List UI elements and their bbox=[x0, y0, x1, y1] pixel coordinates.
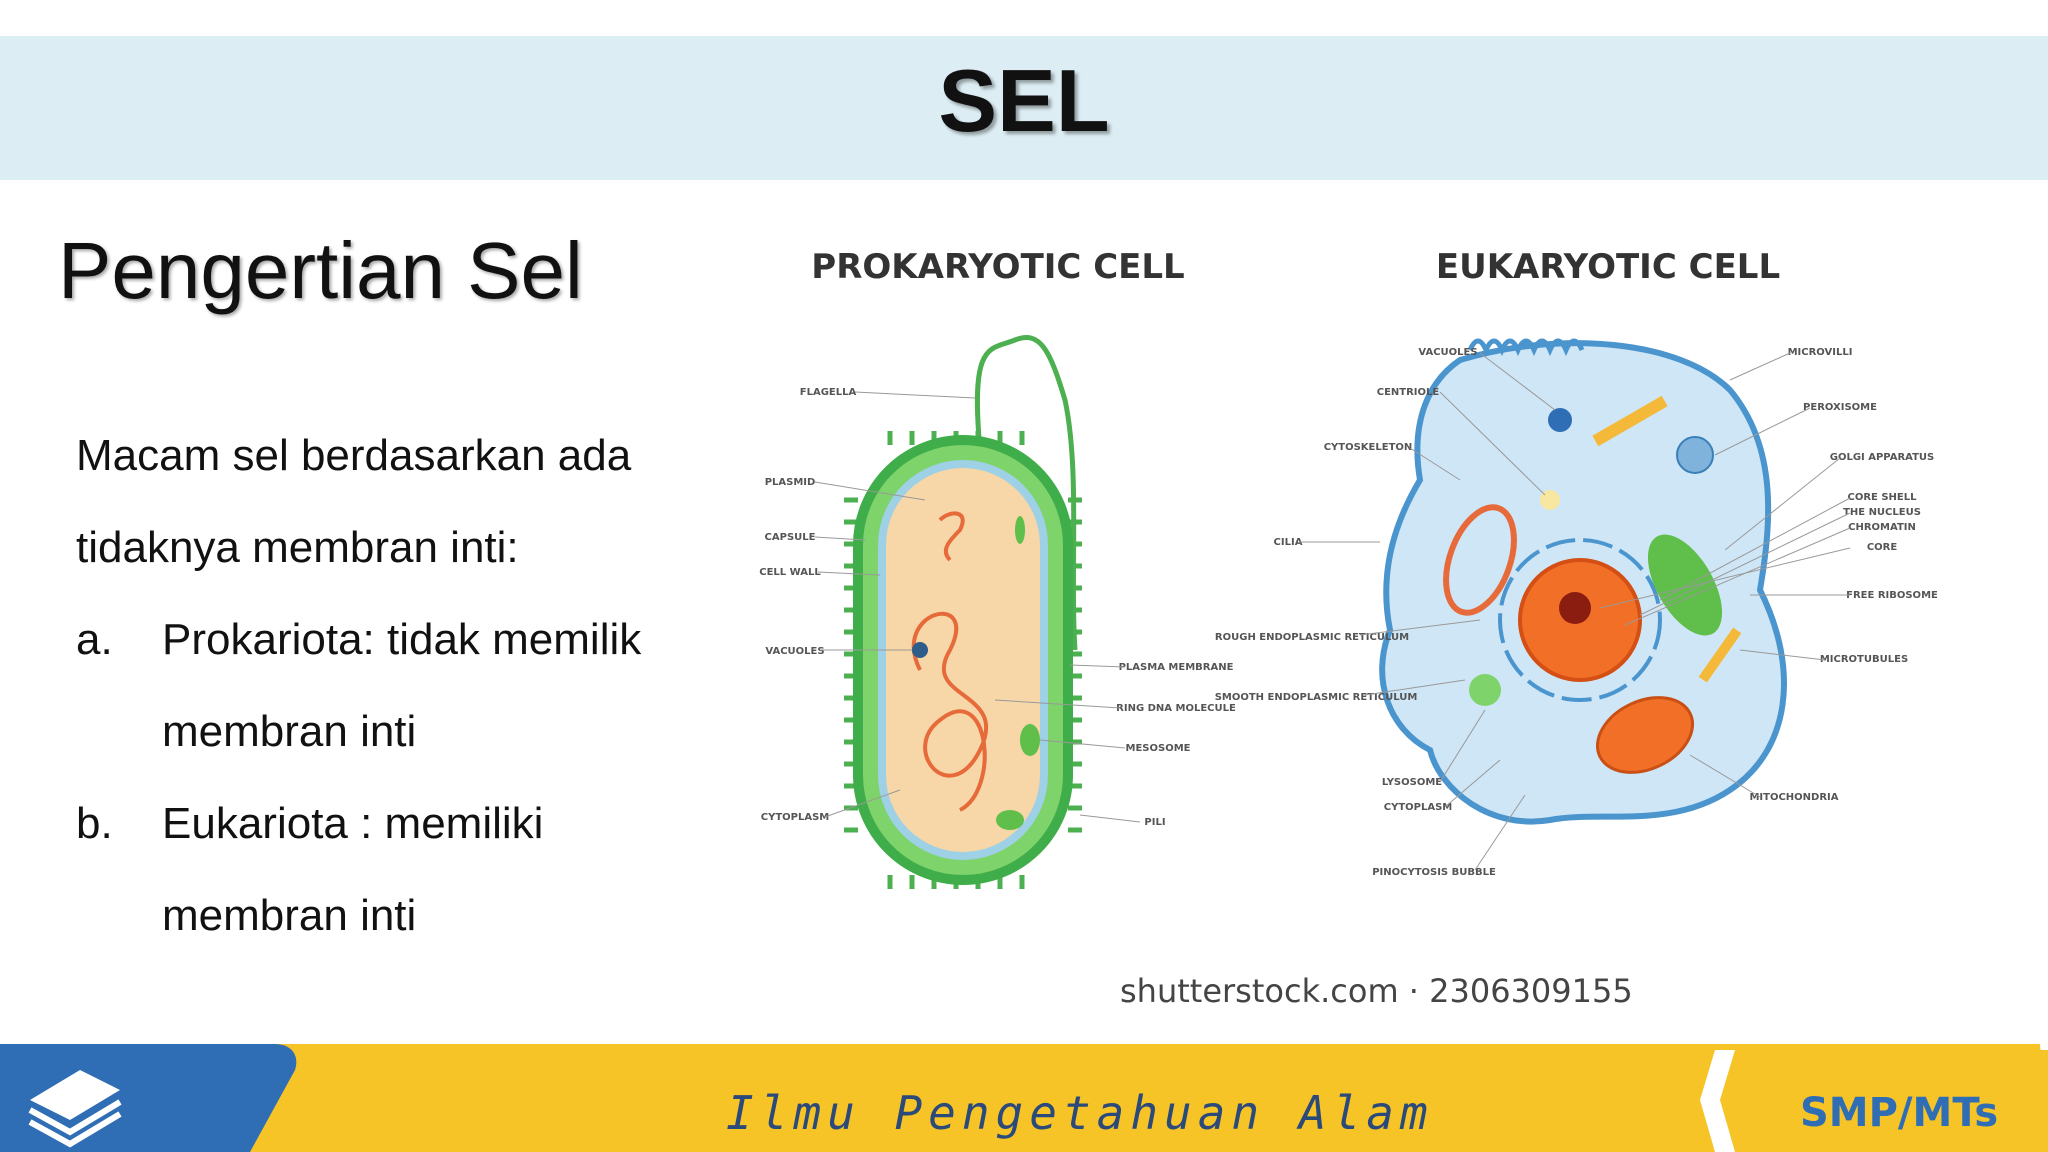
section-title: Pengertian Sel bbox=[58, 226, 583, 315]
label-ring-dna: RING DNA MOLECULE bbox=[1116, 703, 1236, 714]
label-pinocytosis-bubble: PINOCYTOSIS BUBBLE bbox=[1372, 867, 1496, 878]
footer-level: SMP/MTs bbox=[1800, 1090, 1999, 1136]
intro-line-1: Macam sel berdasarkan ada bbox=[76, 431, 632, 480]
intro-line-2: tidaknya membran inti: bbox=[76, 523, 519, 572]
list-item-b-line1: Eukariota : memiliki bbox=[162, 799, 544, 848]
list-item-b: b. Eukariota : memiliki bbox=[76, 778, 716, 870]
label-plasmid: PLASMID bbox=[765, 477, 816, 488]
label-capsule: CAPSULE bbox=[765, 532, 816, 543]
body-text: Macam sel berdasarkan ada tidaknya membr… bbox=[76, 410, 716, 962]
list-item-a-cont: membran inti bbox=[76, 686, 716, 778]
label-cytoplasm: CYTOPLASM bbox=[761, 812, 830, 823]
label-vacuoles: VACUOLES bbox=[765, 646, 824, 657]
footer-subject: Ilmu Pengetahuan Alam bbox=[726, 1086, 1434, 1140]
label-flagella: FLAGELLA bbox=[800, 387, 857, 398]
label-chromatin: CHROMATIN bbox=[1848, 522, 1916, 533]
label-golgi: GOLGI APPARATUS bbox=[1830, 452, 1935, 463]
image-credit: shutterstock.com · 2306309155 bbox=[1120, 972, 1633, 1010]
prokaryotic-title: PROKARYOTIC CELL bbox=[811, 247, 1184, 287]
slide-title: SEL bbox=[938, 51, 1110, 150]
label-peroxisome: PEROXISOME bbox=[1803, 402, 1877, 413]
title-band bbox=[0, 36, 2048, 180]
label-smooth-er: SMOOTH ENDOPLASMIC RETICULUM bbox=[1215, 692, 1418, 703]
label-core-shell: CORE SHELL bbox=[1848, 492, 1918, 503]
label-cytoplasm-euk: CYTOPLASM bbox=[1384, 802, 1453, 813]
list-item-b-cont: membran inti bbox=[76, 870, 716, 962]
prokaryotic-labels: FLAGELLA PLASMID CAPSULE CELL WALL VACUO… bbox=[759, 387, 1236, 828]
list-marker-b: b. bbox=[76, 799, 113, 848]
label-cell-wall: CELL WALL bbox=[759, 567, 821, 578]
label-mitochondria: MITOCHONDRIA bbox=[1749, 792, 1838, 803]
label-microtubules: MICROTUBULES bbox=[1820, 654, 1908, 665]
label-centriole: CENTRIOLE bbox=[1377, 387, 1440, 398]
label-free-ribosome: FREE RIBOSOME bbox=[1846, 590, 1938, 601]
label-nucleus: THE NUCLEUS bbox=[1843, 507, 1921, 518]
list-item-a-line2: membran inti bbox=[162, 707, 417, 756]
label-mesosome: MESOSOME bbox=[1126, 743, 1191, 754]
label-core: CORE bbox=[1867, 542, 1898, 553]
cell-diagram: PROKARYOTIC CELL FLAGELLA PLASMID CAPSUL… bbox=[759, 247, 1938, 889]
book-logo-icon bbox=[28, 1070, 122, 1148]
eukaryotic-title: EUKARYOTIC CELL bbox=[1436, 247, 1780, 287]
label-vacuoles-euk: VACUOLES bbox=[1418, 347, 1477, 358]
label-rough-er: ROUGH ENDOPLASMIC RETICULUM bbox=[1215, 632, 1409, 643]
list-marker-a: a. bbox=[76, 615, 113, 664]
label-plasma-membrane: PLASMA MEMBRANE bbox=[1119, 662, 1234, 673]
footer-band bbox=[0, 1044, 2048, 1152]
eukaryotic-cell bbox=[1379, 338, 1787, 825]
list-item-b-line2: membran inti bbox=[162, 891, 417, 940]
label-microvilli: MICROVILLI bbox=[1788, 347, 1853, 358]
label-cytoskeleton: CYTOSKELETON bbox=[1324, 442, 1413, 453]
label-pili: PILI bbox=[1144, 817, 1165, 828]
list-item-a: a. Prokariota: tidak memilik bbox=[76, 594, 716, 686]
eukaryotic-labels: VACUOLES CENTRIOLE CYTOSKELETON CILIA RO… bbox=[1215, 347, 1938, 878]
prokaryotic-cell bbox=[844, 335, 1082, 889]
label-lysosome: LYSOSOME bbox=[1382, 777, 1442, 788]
label-cilia: CILIA bbox=[1274, 537, 1303, 548]
list-item-a-line1: Prokariota: tidak memilik bbox=[162, 615, 642, 664]
